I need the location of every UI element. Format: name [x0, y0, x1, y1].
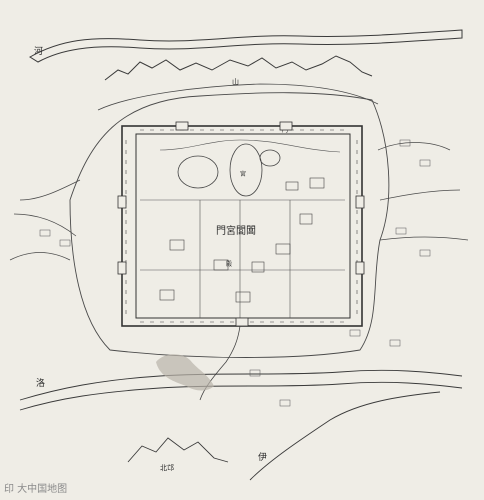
river-sw-label: 洛: [36, 377, 45, 389]
wall-battlements: [125, 129, 358, 323]
inner-pond-small: [259, 149, 281, 167]
interior-labels: 門 宮 殿: [226, 127, 288, 268]
southern-mountains: [127, 437, 229, 463]
watermark: 印 大中国地图: [4, 484, 68, 495]
ink-stain: [156, 354, 214, 391]
river-nw-label: 河: [34, 45, 43, 57]
mountain-north-label: 山: [232, 77, 239, 86]
inner-pond-center: [229, 143, 263, 197]
mountain-south-label: 北邙: [160, 463, 174, 472]
southeast-river: [249, 391, 441, 481]
northern-river: [29, 29, 463, 63]
gate-towers: [117, 121, 365, 327]
gate-tag-north: 門: [282, 127, 288, 134]
inner-roads: [140, 139, 345, 318]
northern-mountains: [104, 55, 373, 81]
west-roads: [9, 179, 81, 261]
inner-pond-west: [177, 155, 219, 189]
interior-buildings: [159, 177, 325, 303]
settlements: [39, 139, 431, 407]
hall-tag: 殿: [226, 261, 232, 268]
east-roads: [377, 142, 469, 241]
outer-road-north: [97, 83, 379, 111]
palace-tag: 宮: [240, 170, 246, 178]
river-se-label: 伊: [258, 451, 267, 463]
city-gate-name: 門宮閭閶: [216, 224, 256, 237]
